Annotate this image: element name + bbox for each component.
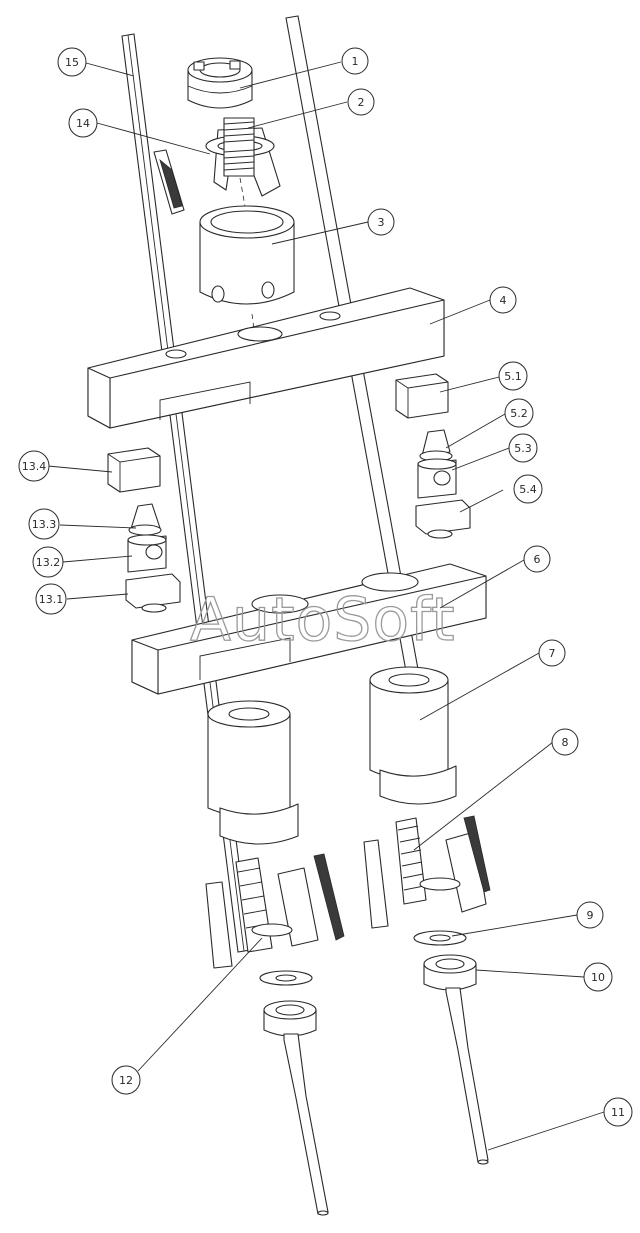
callout-15-label: 15 — [65, 56, 79, 69]
callout-8-label: 8 — [562, 736, 569, 749]
part-1-slotted-nut — [187, 57, 253, 109]
callout-5-2: 5.2 — [504, 398, 534, 428]
callout-8: 8 — [551, 728, 579, 756]
callout-13-3: 13.3 — [28, 508, 60, 540]
callout-5-2-label: 5.2 — [510, 407, 528, 420]
leader-lines — [47, 61, 605, 1151]
part-5-1-cube — [395, 373, 449, 419]
nut-left — [263, 1000, 317, 1037]
callout-14-label: 14 — [76, 117, 90, 130]
part-9-washer — [413, 930, 467, 946]
watermark: AutoSoft — [190, 585, 456, 655]
part-12-collet-left — [205, 853, 345, 969]
part-2-threaded-stud — [223, 117, 255, 177]
part-8-collet-right — [363, 815, 491, 929]
callout-12: 12 — [111, 1065, 141, 1095]
part-11-pushrod-right — [445, 987, 489, 1165]
callout-4-label: 4 — [500, 294, 507, 307]
callout-2-label: 2 — [358, 96, 365, 109]
part-10-nut — [423, 954, 477, 991]
callout-13-1: 13.1 — [35, 583, 67, 615]
callout-9: 9 — [576, 901, 604, 929]
part-13-1-base — [125, 573, 181, 613]
part-13-4-cube — [107, 447, 161, 493]
callout-7-label: 7 — [549, 647, 556, 660]
callout-11: 11 — [603, 1097, 633, 1127]
callout-5-1: 5.1 — [498, 361, 528, 391]
callout-4: 4 — [489, 286, 517, 314]
callout-5-1-label: 5.1 — [504, 370, 522, 383]
callout-13-3-label: 13.3 — [32, 518, 57, 531]
part-7-cylinder-right — [369, 666, 457, 805]
callout-5-3: 5.3 — [508, 433, 538, 463]
part-4-upper-plate — [87, 287, 445, 429]
part-13-3-nozzle — [128, 503, 162, 536]
part-6-lower-plate — [131, 563, 487, 695]
rod-clip — [153, 149, 185, 215]
cylinder-left — [207, 700, 299, 845]
callout-9-label: 9 — [587, 909, 594, 922]
callout-13-1-label: 13.1 — [39, 593, 64, 606]
callout-13-4-label: 13.4 — [22, 460, 47, 473]
callout-13-2-label: 13.2 — [36, 556, 61, 569]
callout-10: 10 — [583, 962, 613, 992]
callout-6-label: 6 — [534, 553, 541, 566]
callout-5-4: 5.4 — [513, 474, 543, 504]
washer-left — [259, 970, 313, 986]
part-13-2-body — [127, 534, 167, 573]
callout-15: 15 — [57, 47, 87, 77]
callout-1-label: 1 — [352, 55, 359, 68]
callout-1: 1 — [341, 47, 369, 75]
callout-3-label: 3 — [378, 216, 385, 229]
callout-11-label: 11 — [611, 1106, 625, 1119]
callout-7: 7 — [538, 639, 566, 667]
callout-5-4-label: 5.4 — [519, 483, 537, 496]
callout-12-label: 12 — [119, 1074, 133, 1087]
callout-2: 2 — [347, 88, 375, 116]
callout-14: 14 — [68, 108, 98, 138]
callout-3: 3 — [367, 208, 395, 236]
callout-13-2: 13.2 — [32, 546, 64, 578]
part-3-sleeve — [199, 205, 295, 305]
part-5-3-body — [417, 458, 457, 499]
pushrod-left — [283, 1033, 329, 1216]
callout-13-4: 13.4 — [18, 450, 50, 482]
callout-6: 6 — [523, 545, 551, 573]
part-5-2-nozzle — [419, 429, 453, 462]
part-5-4-base — [415, 499, 471, 539]
callout-5-3-label: 5.3 — [514, 442, 532, 455]
callout-10-label: 10 — [591, 971, 605, 984]
